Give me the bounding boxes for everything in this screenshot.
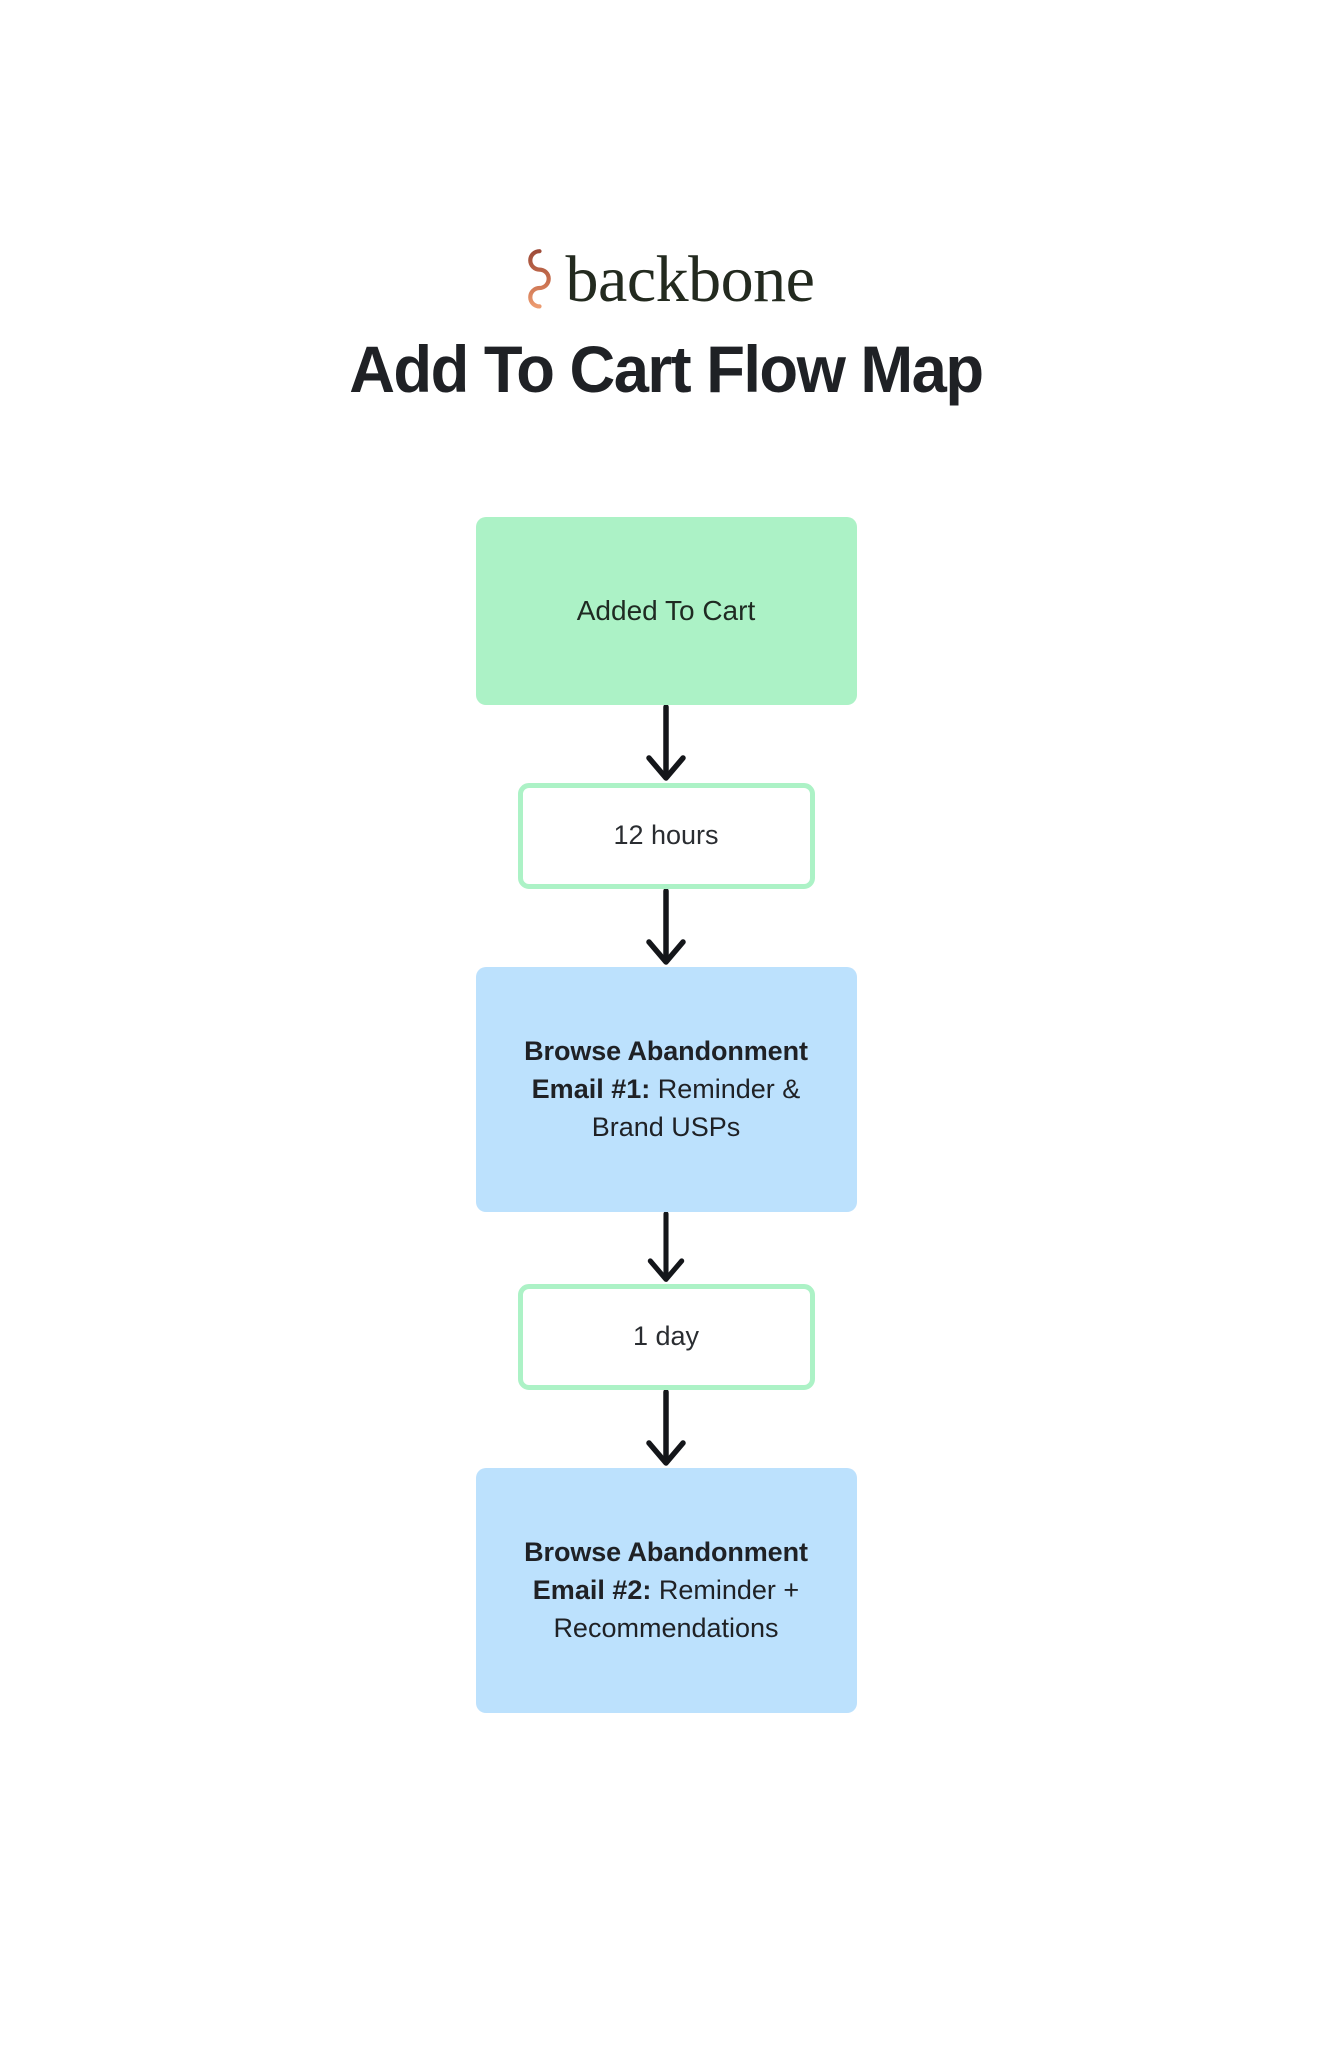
flow-node-email-2[interactable]: Browse Abandonment Email #2: Reminder + …: [475, 1467, 857, 1713]
flow-node-email-1-title: Browse Abandonment: [524, 1035, 808, 1066]
flow-node-email-2-prefix: Email #2:: [532, 1574, 652, 1605]
backbone-spiral-logo-icon: [527, 247, 551, 309]
flow-node-email-2-title: Browse Abandonment: [524, 1536, 808, 1567]
flow-node-delay-12-hours-label: 12 hours: [613, 819, 719, 850]
flow-node-trigger[interactable]: Added To Cart: [475, 516, 857, 705]
down-arrow-icon: [646, 888, 686, 965]
flow-node-email-1-detail: Reminder & Brand USPs: [591, 1073, 801, 1143]
flow-node-email-2-description: Email #2: Reminder + Recommendations: [498, 1571, 835, 1648]
flow-node-email-1-description: Email #1: Reminder & Brand USPs: [498, 1070, 835, 1147]
flow-diagram: Added To Cart 12 hours Browse Abandonmen…: [475, 516, 857, 1713]
flow-node-email-2-detail: Reminder + Recommendations: [553, 1574, 800, 1644]
down-arrow-icon: [647, 1211, 685, 1282]
flow-node-delay-1-day[interactable]: 1 day: [517, 1283, 815, 1390]
down-arrow-icon: [646, 704, 686, 781]
page-title: Add To Cart Flow Map: [349, 332, 984, 406]
down-arrow-icon: [646, 1389, 686, 1466]
flow-node-email-1[interactable]: Browse Abandonment Email #1: Reminder & …: [475, 966, 857, 1212]
flow-node-email-1-prefix: Email #1:: [531, 1073, 651, 1104]
flow-node-trigger-label: Added To Cart: [576, 594, 756, 626]
flow-node-delay-1-day-label: 1 day: [632, 1320, 700, 1351]
brand-wordmark: backbone: [565, 243, 815, 316]
flow-node-delay-12-hours[interactable]: 12 hours: [517, 782, 815, 889]
brand-logo: backbone: [518, 243, 815, 313]
